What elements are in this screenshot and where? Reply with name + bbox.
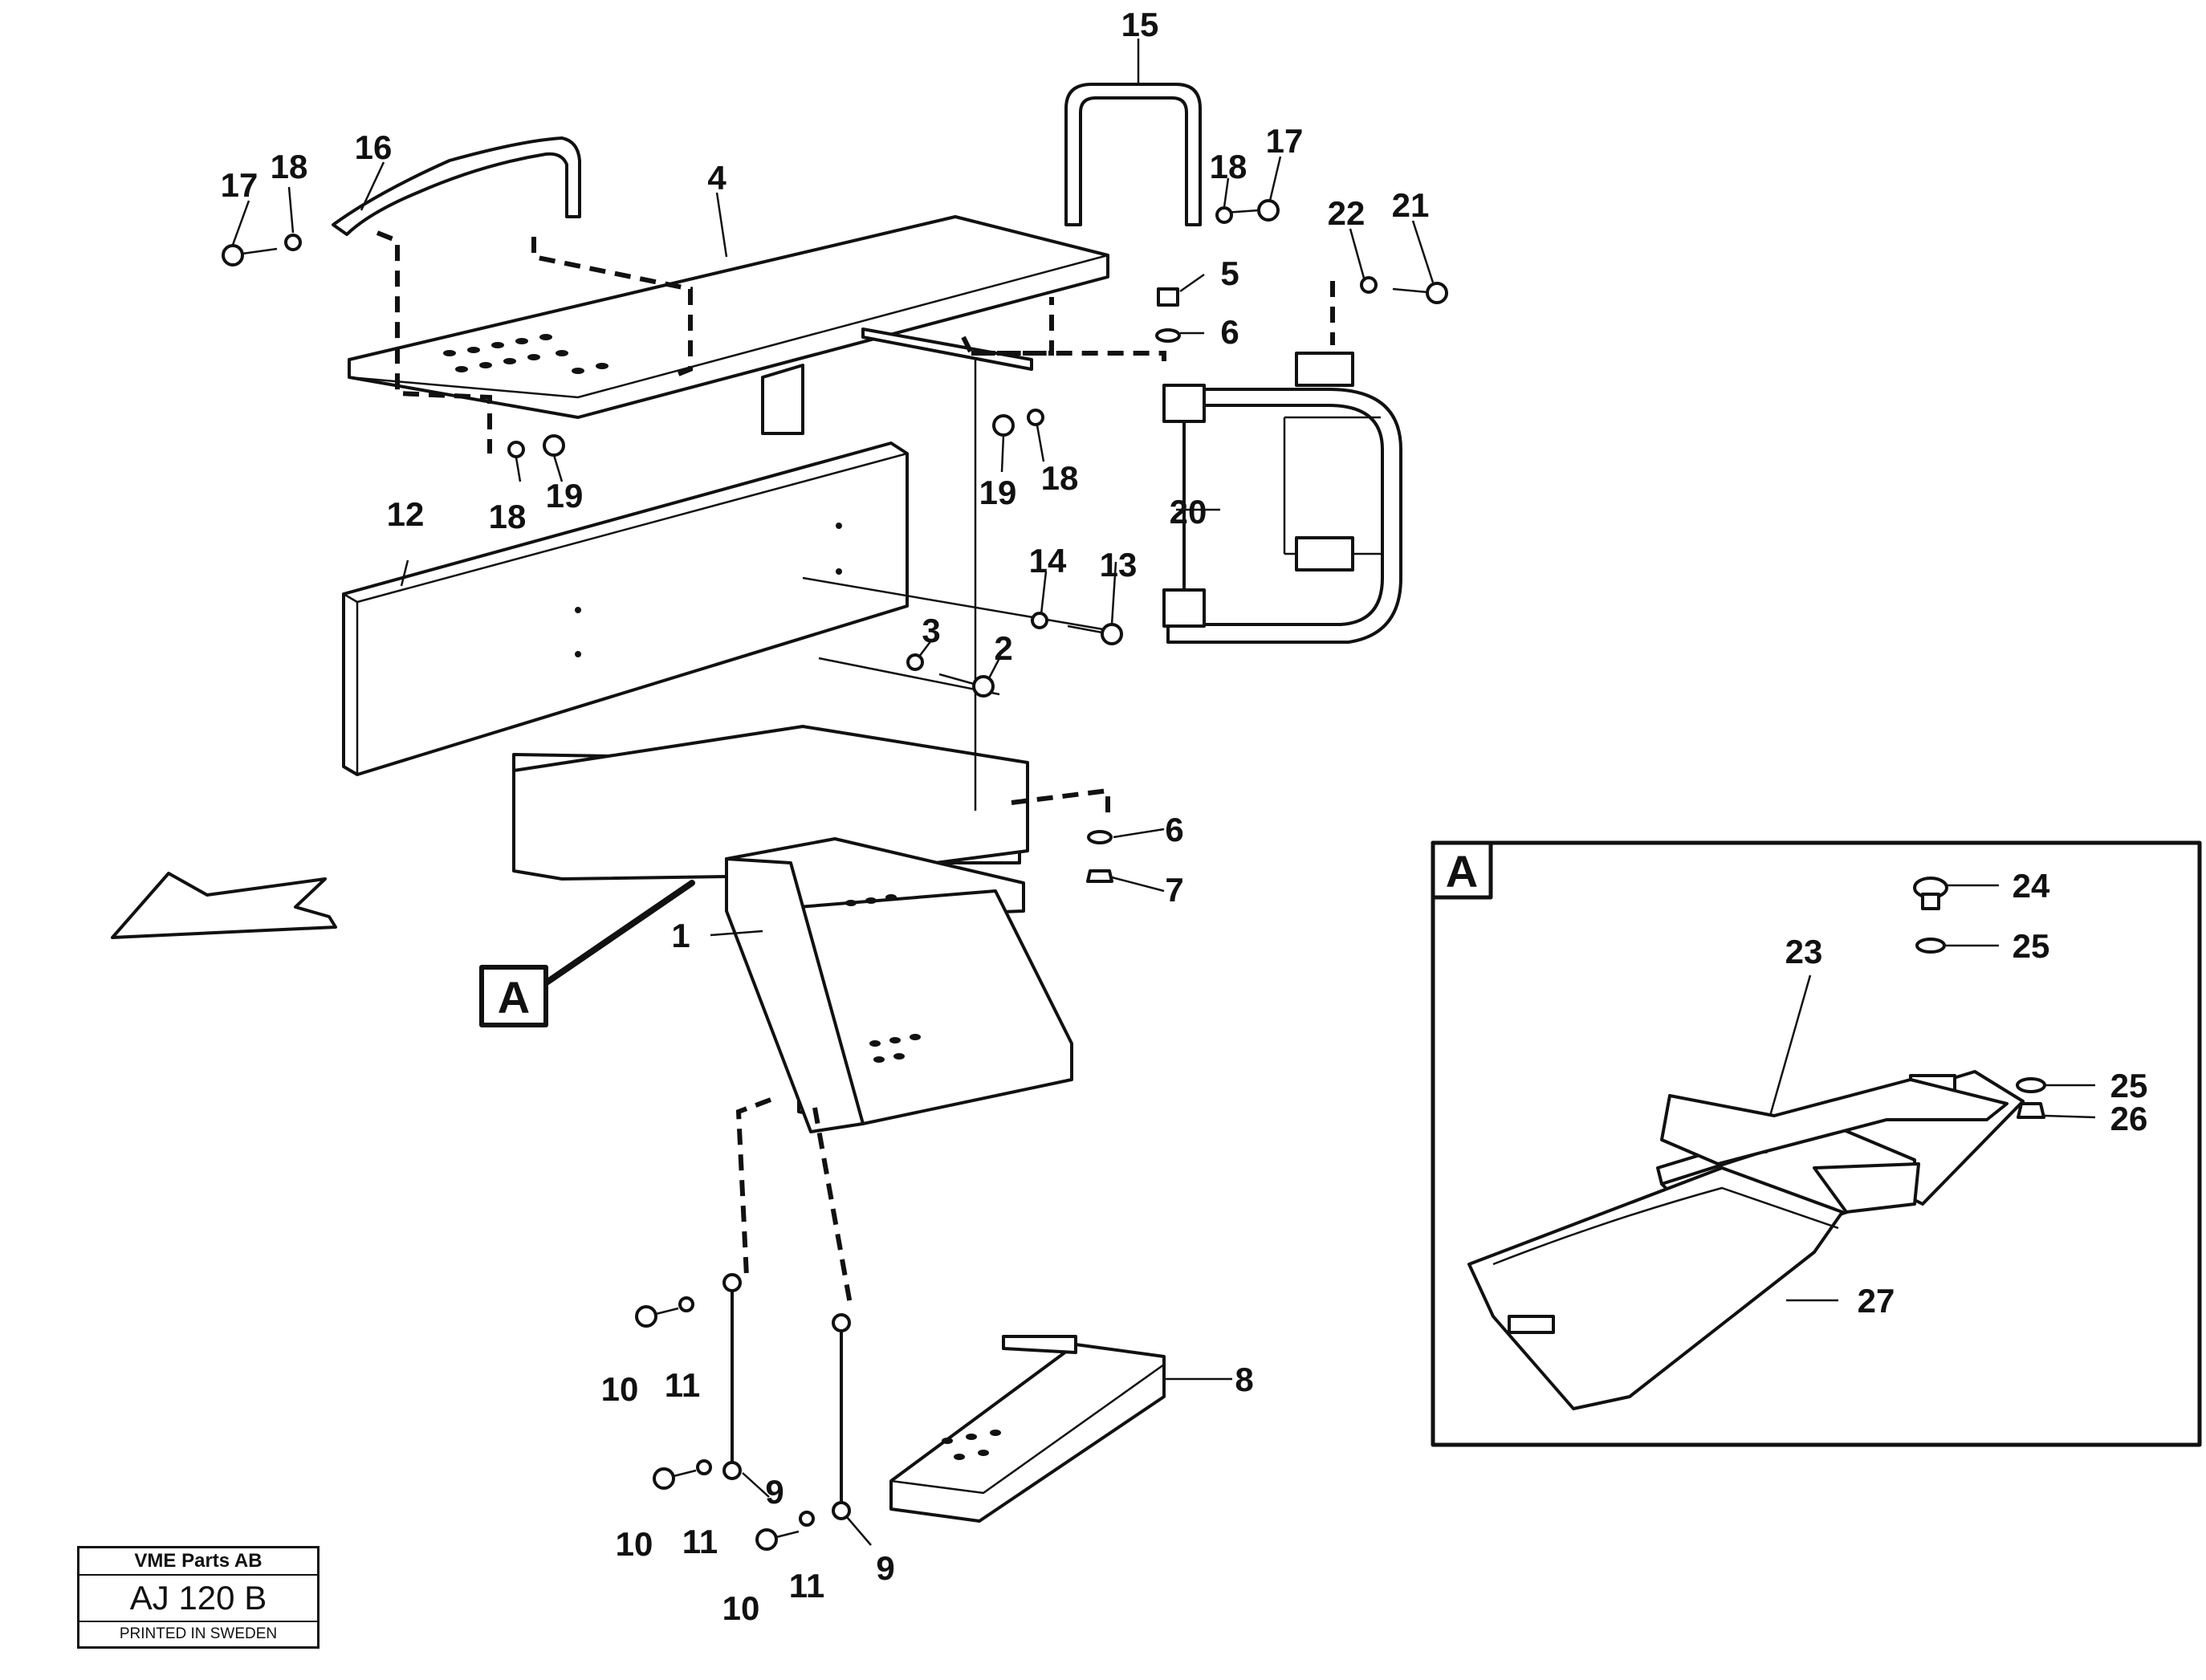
leader-lines: [231, 39, 1435, 1546]
callout-2: 2: [994, 629, 1012, 667]
callout-27: 27: [1858, 1282, 1895, 1320]
callout-11b: 11: [682, 1523, 718, 1560]
callout-21: 21: [1392, 186, 1430, 224]
callout-18b: 18: [1210, 148, 1247, 185]
callout-9a: 9: [765, 1473, 783, 1511]
callout-3: 3: [922, 612, 940, 649]
callout-22: 22: [1328, 194, 1366, 232]
handrail-part-16: [332, 136, 581, 236]
step-tread-holes: [845, 894, 921, 1063]
callout-18a: 18: [271, 148, 308, 185]
callout-6a: 6: [1220, 313, 1239, 351]
callout-16: 16: [355, 128, 393, 166]
callout-5: 5: [1220, 254, 1239, 292]
callout-15: 15: [1121, 6, 1159, 43]
callout-18c: 18: [489, 498, 527, 535]
detail-reference-a: A: [479, 880, 695, 1027]
callout-labels: 1 2 3 4 5 6 6 7 8 9 9 10 10 10 11 11 11 …: [221, 6, 2148, 1627]
title-block-code: AJ 120 B: [79, 1576, 317, 1622]
callout-13: 13: [1100, 546, 1138, 584]
callout-9b: 9: [876, 1549, 894, 1587]
side-plate-part-12: [342, 441, 909, 776]
assembly-lines: [376, 230, 1335, 1309]
callout-4: 4: [707, 159, 727, 197]
u-handle-part-15: [1064, 83, 1202, 226]
upper-platform-part-4: [348, 215, 1109, 435]
step-frame-part-1: [512, 725, 1073, 1133]
hanging-cables-part-9: [722, 1273, 851, 1520]
callout-7: 7: [1165, 871, 1183, 909]
detail-view-a: A: [1431, 840, 2202, 1447]
callout-10a: 10: [601, 1370, 639, 1408]
callout-25a: 25: [2013, 927, 2050, 965]
callout-25b: 25: [2110, 1067, 2148, 1104]
callout-17b: 17: [1266, 122, 1304, 160]
detail-reference-label: A: [498, 972, 530, 1023]
callout-17a: 17: [221, 166, 258, 204]
direction-arrow: [111, 872, 337, 939]
callout-10b: 10: [616, 1525, 653, 1563]
callout-6b: 6: [1165, 811, 1183, 848]
callout-11a: 11: [665, 1366, 700, 1404]
detail-box-label: A: [1446, 846, 1478, 897]
lower-step-part-8: [889, 1335, 1166, 1523]
callout-11c: 11: [789, 1567, 824, 1605]
step-cover-part-27: [1467, 1166, 1844, 1410]
title-block: VME Parts AB AJ 120 B PRINTED IN SWEDEN: [77, 1546, 320, 1649]
title-block-printed: PRINTED IN SWEDEN: [119, 1625, 278, 1642]
title-block-company: VME Parts AB: [79, 1548, 317, 1576]
platform-tread-holes: [443, 334, 608, 374]
callout-23: 23: [1785, 933, 1823, 970]
callout-24: 24: [2013, 867, 2050, 905]
callout-12: 12: [387, 495, 425, 533]
callout-20: 20: [1170, 493, 1207, 531]
callout-18d: 18: [1041, 459, 1079, 497]
callout-26: 26: [2110, 1100, 2148, 1137]
callout-10c: 10: [722, 1589, 760, 1627]
callout-19b: 19: [979, 474, 1017, 511]
callout-1: 1: [671, 917, 690, 954]
ladder-bracket-part-20: [1162, 352, 1402, 644]
callout-19a: 19: [546, 477, 584, 515]
callout-8: 8: [1235, 1361, 1253, 1398]
callout-14: 14: [1029, 542, 1067, 580]
